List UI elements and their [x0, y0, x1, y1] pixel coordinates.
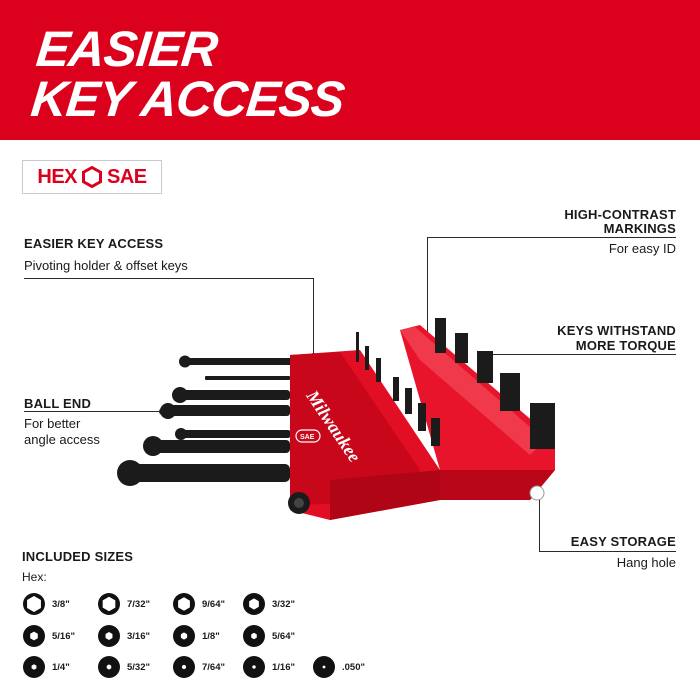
- banner-title: EASIER KEY ACCESS: [28, 21, 352, 127]
- hex-size-icon: [98, 625, 120, 647]
- callout-high-contrast-desc: For easy ID: [608, 241, 676, 256]
- holder-body: [288, 325, 555, 520]
- leader-line: [427, 237, 428, 355]
- size-label: .050": [342, 661, 365, 673]
- size-label: 3/8": [52, 598, 70, 610]
- size-item: 1/4": [22, 655, 70, 679]
- hex-size-icon: [173, 625, 195, 647]
- leader-line: [427, 237, 676, 238]
- callout-storage-desc: Hang hole: [616, 555, 676, 570]
- leader-line: [24, 278, 314, 279]
- callout-storage-title: EASY STORAGE: [570, 534, 676, 549]
- size-item: 7/32": [97, 592, 150, 616]
- callout-easier-key-access-desc: Pivoting holder & offset keys: [24, 258, 188, 273]
- sae-marking-outline: [295, 429, 321, 443]
- hex-size-icon: [173, 656, 195, 678]
- small-keys: [356, 332, 440, 446]
- banner-title-line-1: EASIER: [33, 21, 220, 77]
- size-item: 5/64": [242, 624, 295, 648]
- hex-sae-badge: HEX SAE: [22, 160, 162, 194]
- callout-torque-title-1: KEYS WITHSTAND: [557, 323, 676, 338]
- callout-high-contrast-title-1: HIGH-CONTRAST: [564, 207, 676, 222]
- size-item: .050": [312, 655, 365, 679]
- hex-size-icon: [173, 593, 195, 615]
- leader-line: [539, 497, 540, 552]
- hex-label: Hex:: [22, 570, 47, 584]
- hex-size-icon: [23, 625, 45, 647]
- size-item: 3/8": [22, 592, 70, 616]
- hex-size-icon: [23, 656, 45, 678]
- size-label: 7/64": [202, 661, 225, 673]
- size-item: 5/16": [22, 624, 75, 648]
- size-label: 5/32": [127, 661, 150, 673]
- size-item: 1/8": [172, 624, 220, 648]
- size-label: 3/32": [272, 598, 295, 610]
- hex-key-set-image: Milwaukee SAE: [117, 318, 555, 520]
- callout-easier-key-access-title: EASIER KEY ACCESS: [24, 236, 164, 251]
- size-label: 3/16": [127, 630, 150, 642]
- badge-sae-label: SAE: [107, 165, 147, 188]
- callout-ball-end-desc-2: angle access: [24, 432, 100, 447]
- size-item: 7/64": [172, 655, 225, 679]
- size-label: 1/4": [52, 661, 70, 673]
- sae-marking: SAE: [300, 434, 315, 441]
- leader-line: [24, 411, 164, 412]
- size-label: 1/16": [272, 661, 295, 673]
- badge-hex-label: HEX: [37, 165, 77, 188]
- callout-torque-title-2: MORE TORQUE: [575, 338, 676, 353]
- size-item: 1/16": [242, 655, 295, 679]
- size-item: 5/32": [97, 655, 150, 679]
- size-item: 3/16": [97, 624, 150, 648]
- size-item: 3/32": [242, 592, 295, 616]
- hex-size-icon: [243, 625, 265, 647]
- header-banner: EASIER KEY ACCESS: [0, 0, 700, 140]
- callout-ball-end-desc-1: For better: [24, 416, 81, 431]
- hex-size-icon: [98, 593, 120, 615]
- leader-line: [313, 278, 314, 356]
- leader-line: [490, 354, 676, 355]
- size-item: 9/64": [172, 592, 225, 616]
- hex-size-icon: [313, 656, 335, 678]
- size-label: 5/16": [52, 630, 75, 642]
- size-label: 9/64": [202, 598, 225, 610]
- size-label: 5/64": [272, 630, 295, 642]
- hexagon-icon: [82, 166, 102, 188]
- banner-title-line-2: KEY ACCESS: [28, 71, 347, 127]
- hex-size-icon: [243, 593, 265, 615]
- included-sizes-title: INCLUDED SIZES: [22, 549, 134, 564]
- hex-size-icon: [23, 593, 45, 615]
- size-label: 7/32": [127, 598, 150, 610]
- size-label: 1/8": [202, 630, 220, 642]
- callout-high-contrast-title-2: MARKINGS: [603, 221, 676, 236]
- hex-size-icon: [243, 656, 265, 678]
- leader-line: [539, 551, 676, 552]
- callout-ball-end-title: BALL END: [24, 396, 92, 411]
- large-keys: [435, 318, 555, 449]
- hex-size-icon: [98, 656, 120, 678]
- ball-end-keys: [117, 355, 292, 486]
